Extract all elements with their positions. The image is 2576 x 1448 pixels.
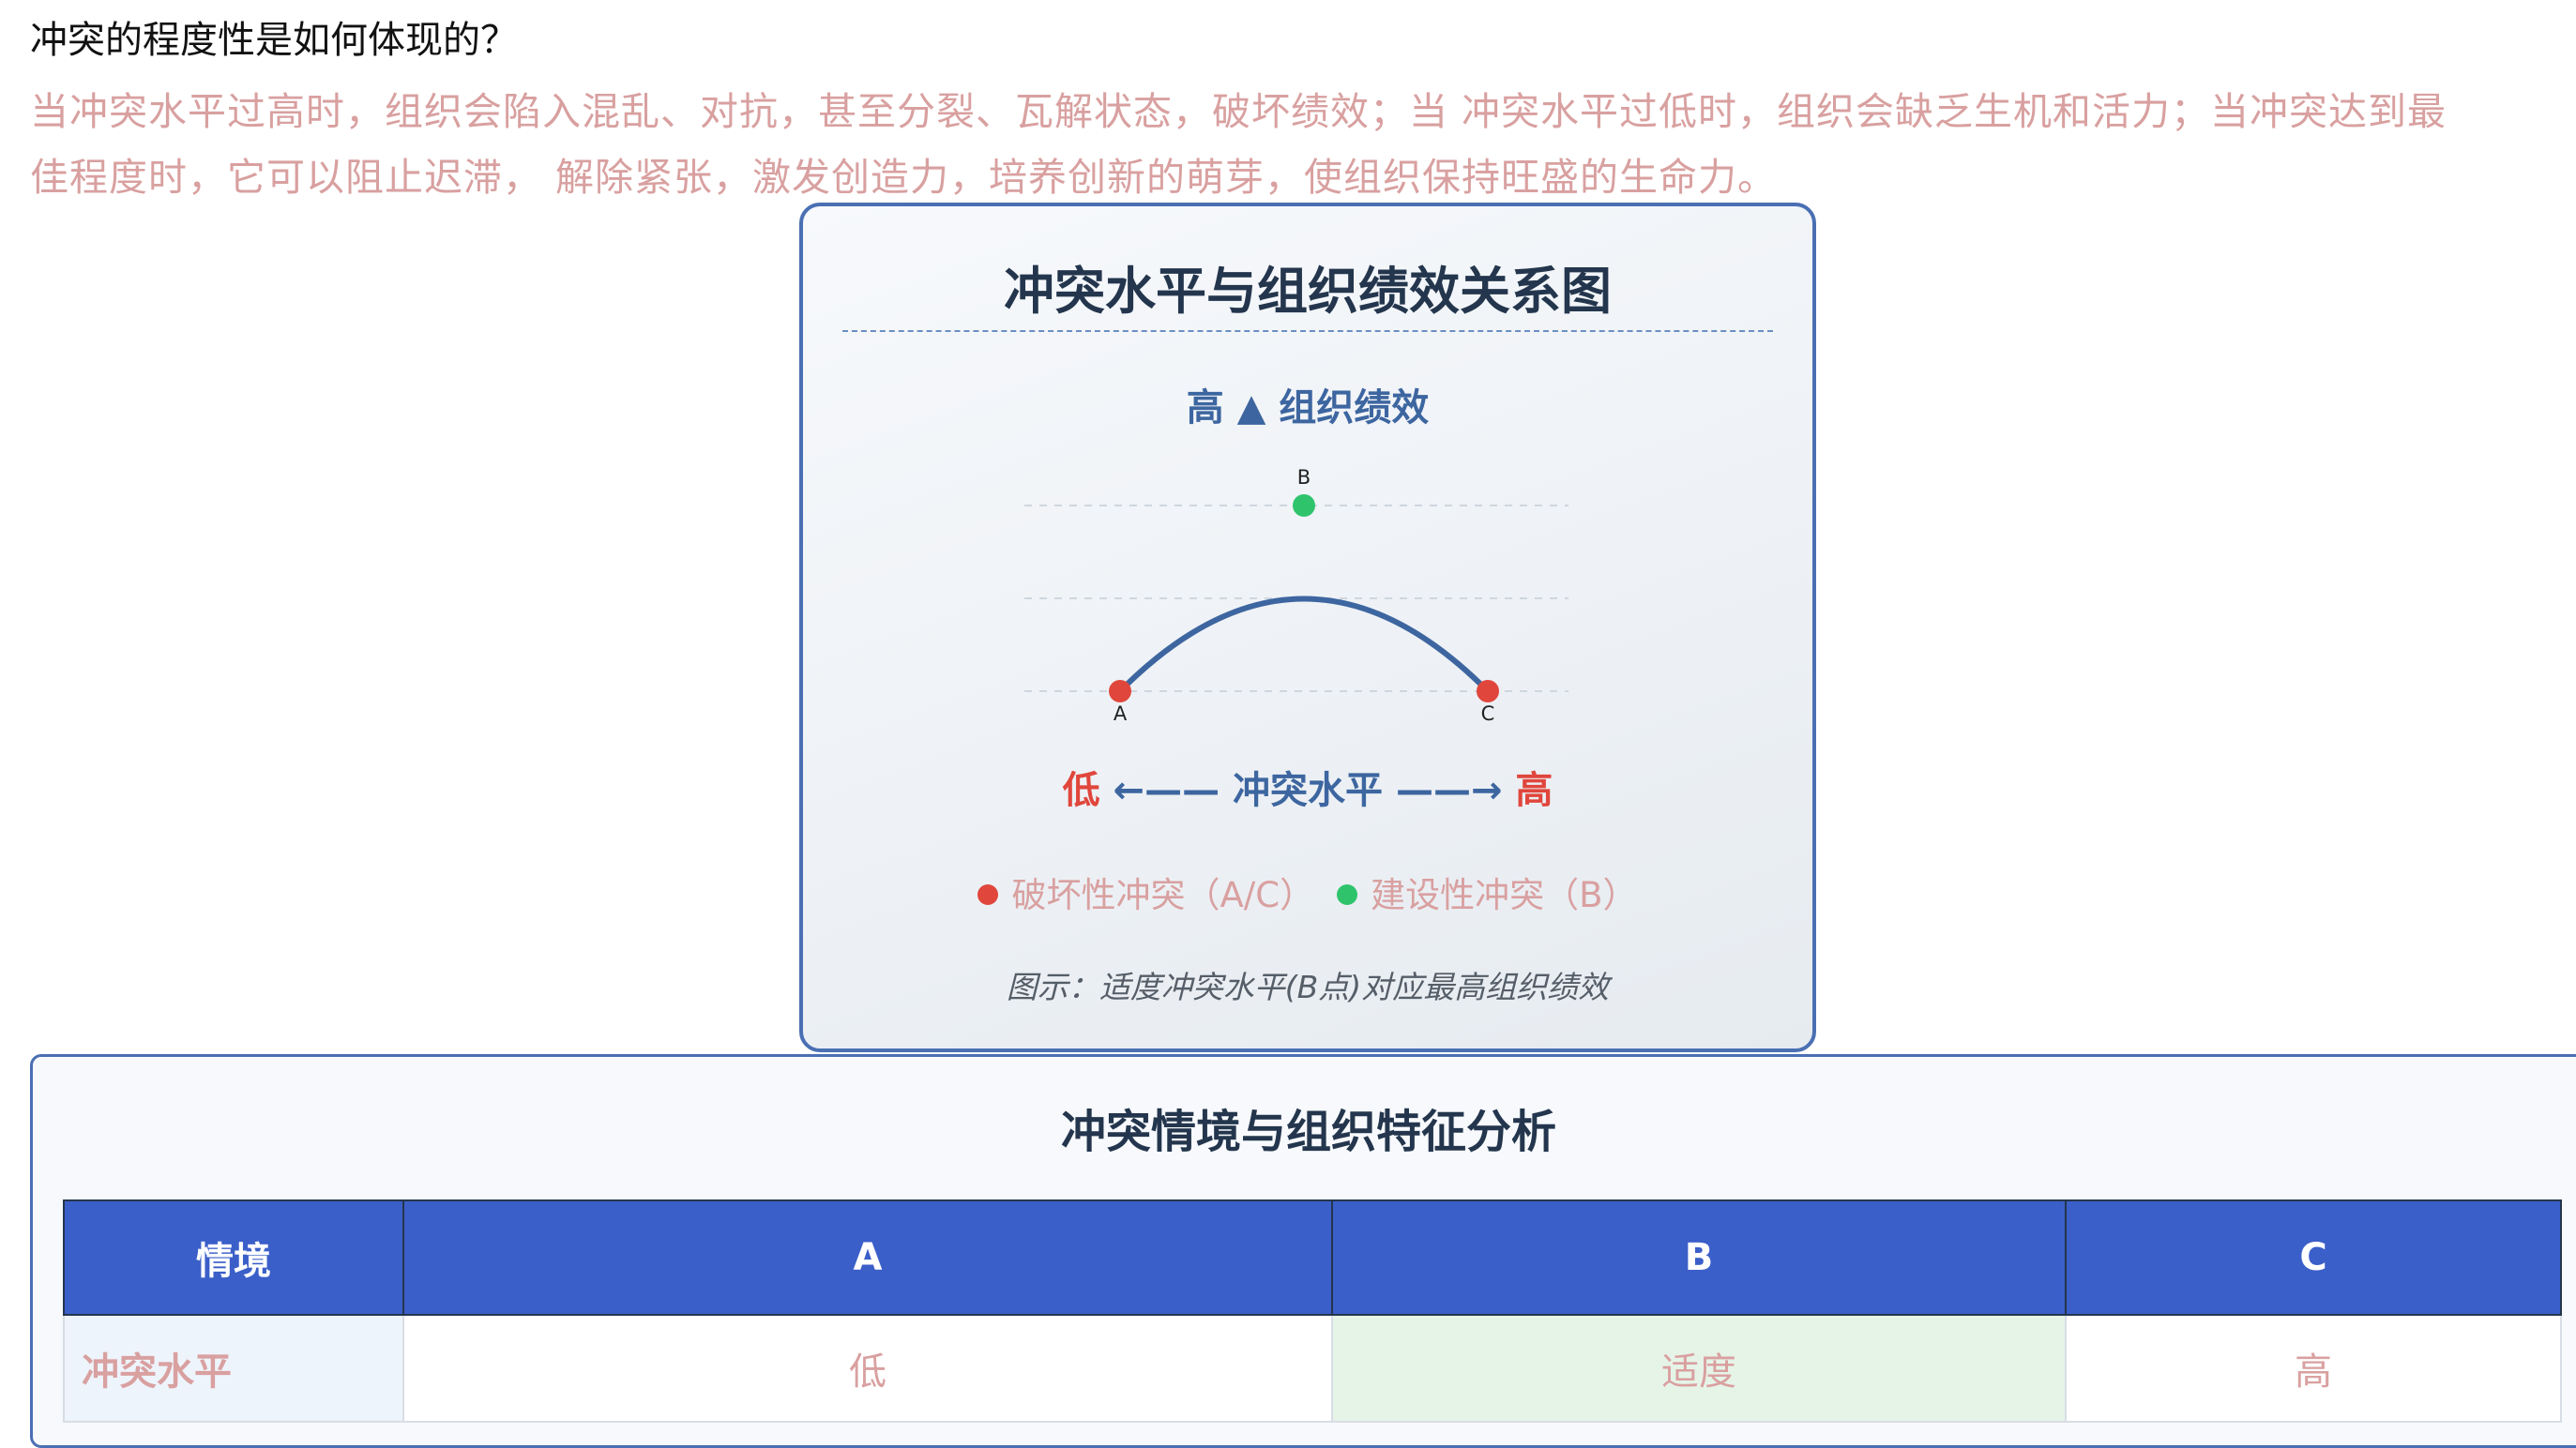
chart-card: 冲突水平与组织绩效关系图 高 ▲ 组织绩效 A B C 低 ←—— 冲突水平 —… [799,203,1816,1052]
header-a: A [402,1199,1333,1316]
y-axis-label: 高 ▲ 组织绩效 [1186,386,1430,430]
x-axis-high: 高 [1515,769,1553,812]
analysis-title: 冲突情境与组织特征分析 [1060,1106,1556,1158]
point-b [1293,494,1315,517]
table-row: 冲突水平 低 适度 高 [63,1314,2562,1423]
question-heading: 冲突的程度性是如何体现的？ [30,19,518,62]
cell-c: 高 [2065,1314,2562,1423]
destructive-dot-icon [977,883,999,905]
header-b: B [1331,1199,2067,1316]
answer-line: 佳程度时，它可以阻止迟滞， 解除紧张，激发创造力，培养创新的萌芽，使组织保持旺盛… [30,155,1778,200]
x-axis-label: 低 ←—— 冲突水平 ——→ 高 [803,760,1812,814]
analysis-card: 冲突情境与组织特征分析 情境 A B C 冲突水平 低 适度 高 [30,1054,2576,1448]
header-c: C [2065,1199,2562,1316]
legend-constructive: 建设性冲突（B） [1371,875,1638,915]
point-a [1109,680,1131,702]
chart-legend: 破坏性冲突（A/C） 建设性冲突（B） [803,867,1812,917]
cell-a: 低 [402,1314,1333,1423]
x-axis-title: 冲突水平 [1233,769,1383,812]
legend-destructive: 破坏性冲突（A/C） [1011,875,1315,915]
constructive-dot-icon [1337,883,1358,905]
performance-curve [1117,596,1491,694]
table-header-row: 情境 A B C [63,1199,2562,1316]
x-axis-left-arrow: ←—— [1113,769,1220,812]
cell-b: 适度 [1331,1314,2067,1423]
point-label-b: B [1297,466,1311,489]
analysis-table: 情境 A B C 冲突水平 低 适度 高 [63,1199,2562,1423]
answer-paragraph: 当冲突水平过高时，组织会陷入混乱、对抗，甚至分裂、瓦解状态，破坏绩效；当 冲突水… [30,79,2563,210]
row-label: 冲突水平 [63,1314,404,1423]
point-label-a: A [1114,702,1128,725]
x-axis-low: 低 [1062,769,1100,812]
point-label-c: C [1481,702,1495,725]
answer-line: 当冲突水平过高时，组织会陷入混乱、对抗，甚至分裂、瓦解状态，破坏绩效；当 冲突水… [30,89,2447,134]
chart-title: 冲突水平与组织绩效关系图 [1004,262,1612,321]
chart-divider [842,330,1773,332]
x-axis-right-arrow: ——→ [1395,769,1503,812]
conflict-performance-chart: A B C [1024,466,1568,725]
header-scenario: 情境 [63,1199,404,1316]
chart-caption: 图示：适度冲突水平(B点)对应最高组织绩效 [1006,969,1610,1005]
point-c [1477,680,1499,702]
